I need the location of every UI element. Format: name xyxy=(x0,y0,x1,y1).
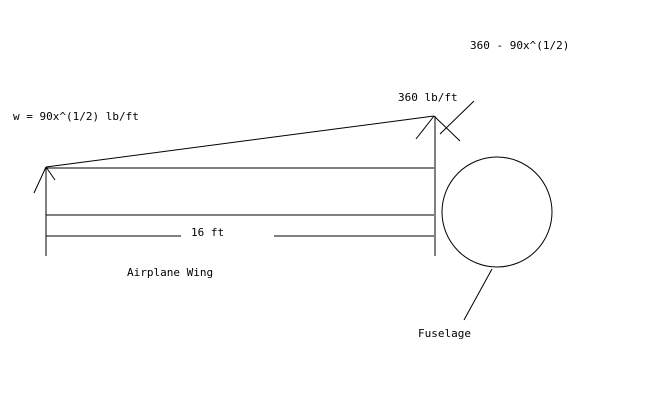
left-load-arrow xyxy=(33,166,56,194)
root-load-expression: 360 - 90x^(1/2) xyxy=(470,39,569,52)
wing-body xyxy=(46,167,434,216)
fuselage-leader-line xyxy=(463,268,493,321)
fuselage-circle xyxy=(441,156,553,268)
load-distribution xyxy=(45,115,436,256)
span-label: 16 ft xyxy=(191,226,224,239)
span-dimension xyxy=(45,215,434,256)
wing-label: Airplane Wing xyxy=(127,266,213,279)
distributed-load-label: w = 90x^(1/2) lb/ft xyxy=(13,110,139,123)
fuselage-label: Fuselage xyxy=(418,327,471,340)
right-load-arrow xyxy=(415,100,475,142)
load-slope-line xyxy=(45,115,435,168)
tip-load-value: 360 lb/ft xyxy=(398,91,458,104)
